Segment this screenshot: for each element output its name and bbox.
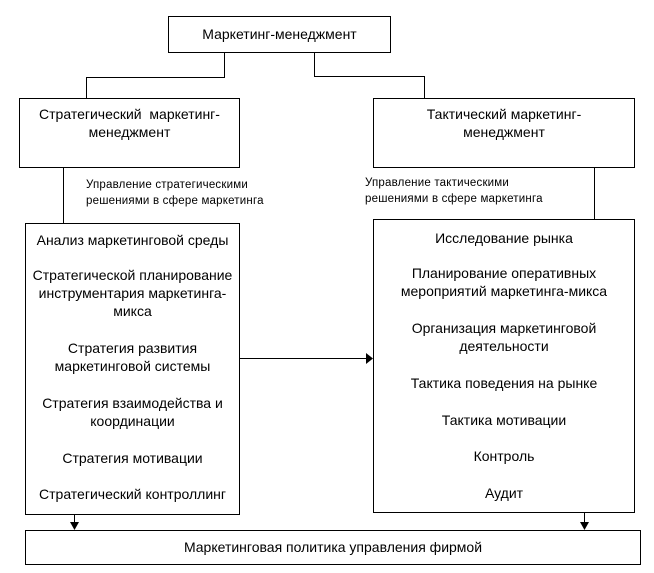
tactical-item: Планирование оперативных мероприятий марк… (374, 264, 634, 300)
tactical-item-line: Аудит (484, 485, 524, 501)
strategic-item-line: Анализ маркетинговой среды (36, 232, 229, 248)
strategic-item: Стратегия развития маркетинговой системы (26, 339, 239, 375)
strategic-item: Стратегия взаимодейства и координации (26, 394, 239, 430)
tactical-label: Управление тактическими решениями в сфер… (365, 175, 543, 207)
tactical-item-line: Организация маркетинговой (411, 320, 597, 336)
strategic-label: Управление стратегическими решениями в с… (86, 177, 264, 209)
tactical-item: Тактика мотивации (374, 411, 634, 429)
arrow-head-down-icon (70, 522, 79, 530)
strategic-item-line: маркетинговой системы (54, 358, 211, 374)
tactical-item-line: Исследование рынка (435, 230, 573, 246)
tactical-item: Исследование рынка (374, 229, 634, 247)
strategic-item: Анализ маркетинговой среды (26, 231, 239, 249)
top-title: Маркетинг-менеджмент (202, 26, 357, 42)
strategic-item-line: координации (90, 413, 175, 429)
top-box: Маркетинг-менеджмент (168, 16, 391, 53)
strategic-label-line2: решениями в сфере маркетинга (86, 195, 264, 207)
strategic-label-line1: Управление стратегическими (86, 179, 248, 191)
tactical-item: Организация маркетинговой деятельности (374, 319, 634, 355)
strategic-item-line: инструментария маркетинга- (38, 285, 227, 301)
strategic-item-line: Стратегической планирование (32, 267, 233, 283)
tactical-label-line1: Управление тактическими (365, 177, 510, 189)
strategic-item-line: Стратегия развития (67, 340, 198, 356)
tactical-item-line: деятельности (459, 338, 549, 354)
arrow-head-right-icon (366, 353, 373, 364)
strategic-title-line1: Стратегический маркетинг- (39, 106, 220, 122)
connector-top-to-strategic (86, 52, 225, 98)
arrow-head-down-icon (580, 522, 589, 530)
strategic-item-line: Стратегический контроллинг (39, 486, 226, 502)
strategic-item-line: микса (113, 303, 152, 319)
connector-top-to-tactical (314, 52, 425, 98)
strategic-item: Стратегический контроллинг (26, 485, 239, 503)
tactical-item-line: Планирование оперативных (411, 265, 597, 281)
tactical-item: Контроль (374, 447, 634, 465)
strategic-item-line: Стратегия мотивации (62, 450, 203, 466)
bottom-title: Маркетинговая политика управления фирмой (183, 539, 483, 555)
tactical-title-line1: Тактический маркетинг- (426, 106, 582, 122)
strategic-item: Стратегия мотивации (26, 449, 239, 467)
strategic-item-line: Стратегия взаимодейства и (42, 395, 223, 411)
tactical-item-line: Тактика мотивации (441, 412, 567, 428)
tactical-item-line: мероприятий маркетинга-микса (400, 283, 608, 299)
strategic-item: Стратегической планирование инструментари… (26, 266, 239, 320)
tactical-title-line2: менеджмент (463, 124, 545, 140)
tactical-label-line2: решениями в сфере маркетинга (365, 193, 543, 205)
tactical-title-box: Тактический маркетинг- менеджмент (373, 98, 635, 168)
bottom-box: Маркетинговая политика управления фирмой (25, 530, 641, 565)
tactical-item: Аудит (374, 484, 634, 502)
strategic-title-line2: менеджмент (88, 124, 171, 140)
tactical-item-line: Контроль (473, 448, 535, 464)
strategic-title-box: Стратегический маркетинг- менеджмент (19, 98, 240, 168)
tactical-item-line: Тактика поведения на рынке (410, 375, 598, 391)
tactical-item: Тактика поведения на рынке (374, 374, 634, 392)
